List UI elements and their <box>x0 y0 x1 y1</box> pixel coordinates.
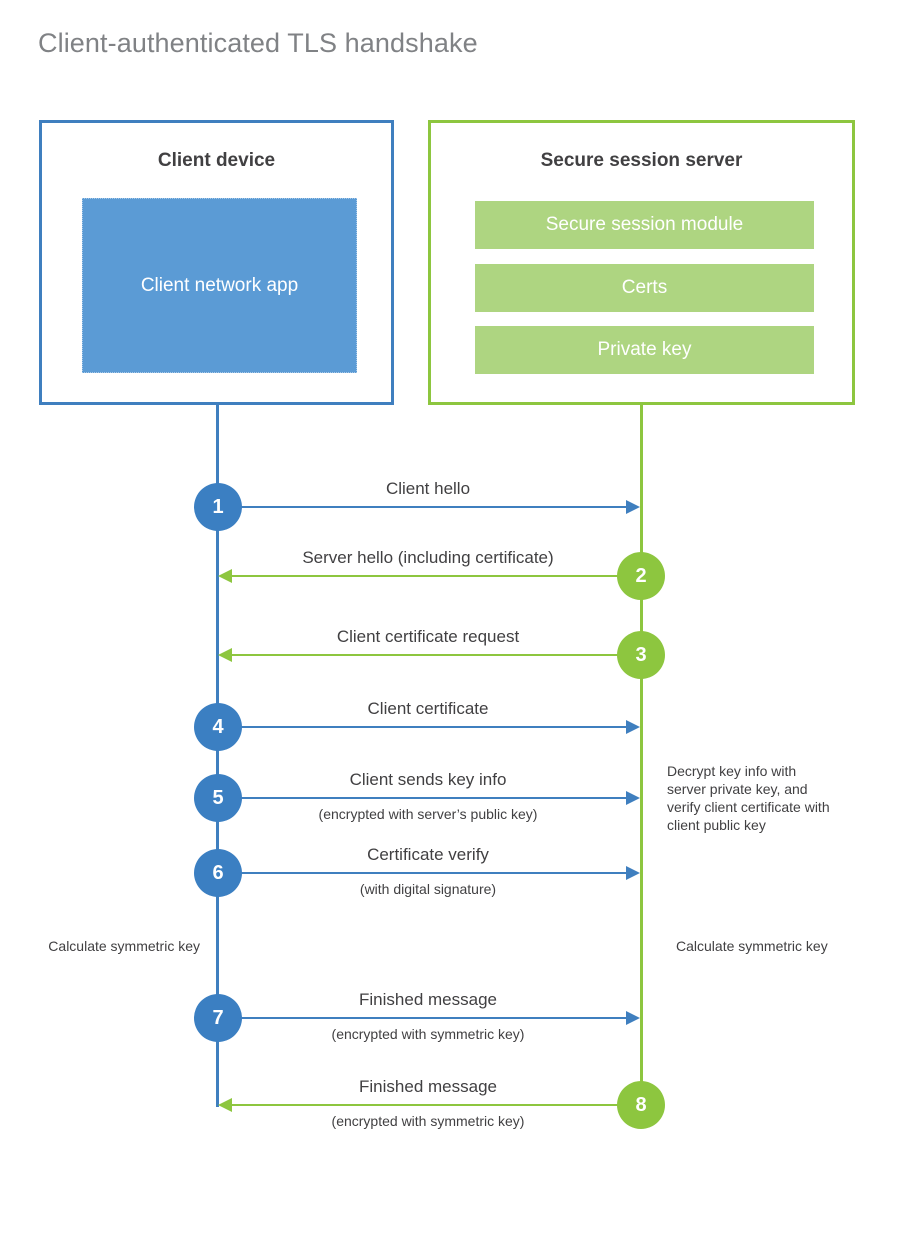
message-sublabel: (encrypted with server’s public key) <box>318 806 538 822</box>
server-lifeline <box>640 405 643 1107</box>
message-arrow-line <box>218 1017 638 1019</box>
message-label: Finished message <box>359 990 497 1009</box>
page-title: Client-authenticated TLS handshake <box>38 28 478 58</box>
step-bubble-7[interactable]: 7 <box>194 994 242 1042</box>
client-device-box: Client device Client network app <box>39 120 394 405</box>
message-label: Client certificate request <box>336 627 520 646</box>
server-component-label: Certs <box>621 277 668 298</box>
secure-session-server-title: Secure session server <box>540 150 743 171</box>
step-bubble-8[interactable]: 8 <box>617 1081 665 1129</box>
server-component-certs: Certs <box>475 264 814 312</box>
arrow-head-icon <box>626 866 640 880</box>
server-component-label: Secure session module <box>545 214 744 235</box>
step-bubble-4[interactable]: 4 <box>194 703 242 751</box>
server-component-label: Private key <box>597 339 692 360</box>
server-component-secure-session-module: Secure session module <box>475 201 814 249</box>
server-component-private-key: Private key <box>475 326 814 374</box>
arrow-head-icon <box>626 720 640 734</box>
arrow-head-icon <box>218 648 232 662</box>
client-network-app-box: Client network app <box>82 198 357 373</box>
message-sublabel: (encrypted with symmetric key) <box>331 1026 525 1042</box>
arrow-head-icon <box>218 569 232 583</box>
message-arrow-line <box>232 654 642 656</box>
message-sublabel: (with digital signature) <box>359 881 497 897</box>
arrow-head-icon <box>626 1011 640 1025</box>
message-arrow-line <box>218 797 638 799</box>
message-arrow-line <box>218 726 638 728</box>
message-label: Client sends key info <box>349 770 507 789</box>
message-label: Finished message <box>359 1077 497 1096</box>
server-calculate-symmetric-key-note: Calculate symmetric key <box>676 938 828 954</box>
message-arrow-line <box>232 1104 642 1106</box>
message-arrow-line <box>218 506 638 508</box>
client-device-title: Client device <box>157 150 276 171</box>
message-arrow-line <box>232 575 642 577</box>
client-lifeline <box>216 405 219 1107</box>
step-bubble-1[interactable]: 1 <box>194 483 242 531</box>
arrow-head-icon <box>626 500 640 514</box>
message-arrow-line <box>218 872 638 874</box>
message-label: Client hello <box>385 479 471 498</box>
step-bubble-5[interactable]: 5 <box>194 774 242 822</box>
arrow-head-icon <box>626 791 640 805</box>
arrow-head-icon <box>218 1098 232 1112</box>
step-bubble-3[interactable]: 3 <box>617 631 665 679</box>
client-calculate-symmetric-key-note: Calculate symmetric key <box>48 938 200 954</box>
message-label: Client certificate <box>367 699 489 718</box>
server-decrypt-note: Decrypt key info with server private key… <box>667 763 830 833</box>
message-label: Server hello (including certificate) <box>302 548 554 567</box>
secure-session-server-box: Secure session server Secure session mod… <box>428 120 855 405</box>
step-bubble-6[interactable]: 6 <box>194 849 242 897</box>
step-bubble-2[interactable]: 2 <box>617 552 665 600</box>
message-sublabel: (encrypted with symmetric key) <box>331 1113 525 1129</box>
message-label: Certificate verify <box>367 845 489 864</box>
client-network-app-label: Client network app <box>140 275 299 296</box>
